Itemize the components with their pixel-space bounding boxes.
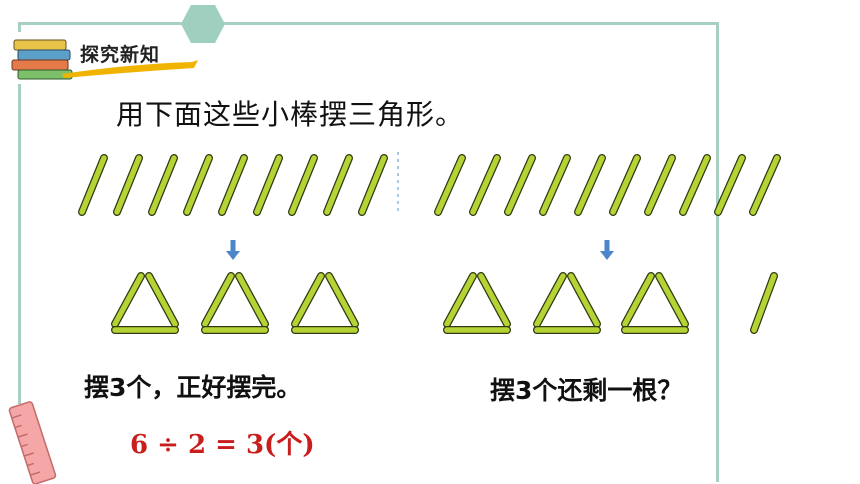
stick-top-left: [148, 154, 178, 216]
stick-top-left: [78, 154, 108, 216]
arrow-down-icon: [600, 240, 614, 260]
frame-left-vertical: [18, 84, 21, 404]
books-icon: [11, 39, 73, 80]
section-title: 探究新知: [80, 44, 161, 66]
stick-top-right: [749, 154, 781, 216]
frame-top-line-right: [222, 22, 718, 25]
triangle-left: [145, 272, 179, 328]
triangle-left: [325, 272, 359, 328]
swoosh-decoration: [62, 60, 198, 78]
stick-top-left: [358, 154, 388, 216]
triangle-left: [201, 272, 235, 328]
stick-top-right: [679, 154, 711, 216]
triangle-right: [533, 272, 567, 328]
triangle-right: [621, 272, 655, 328]
stick-top-right: [504, 154, 536, 216]
hexagon-decoration: [181, 5, 225, 43]
triangle-left: [291, 272, 325, 328]
stick-top-right: [644, 154, 676, 216]
triangle-left: [111, 272, 145, 328]
equation: 6 ÷ 2 = 3(个): [130, 430, 315, 460]
triangle-right: [655, 272, 689, 328]
question-text: 用下面这些小棒摆三角形。: [116, 98, 465, 131]
triangle-right: [567, 272, 601, 328]
stick-top-right: [539, 154, 571, 216]
stick-top-left: [323, 154, 353, 216]
stick-top-left: [183, 154, 213, 216]
stick-top-left: [218, 154, 248, 216]
right-caption: 摆3个还剩一根？: [490, 376, 683, 405]
triangle-right: [477, 272, 511, 328]
ruler-icon: [8, 401, 57, 484]
stick-top-left: [253, 154, 283, 216]
stick-top-right: [714, 154, 746, 216]
stick-top-right: [469, 154, 501, 216]
triangle-right: [443, 272, 477, 328]
triangle-left: [235, 272, 269, 328]
leftover-stick: [750, 272, 778, 334]
frame-right-line: [716, 22, 719, 482]
stick-top-right: [574, 154, 606, 216]
stick-top-left: [113, 154, 143, 216]
frame-top-line-left: [18, 22, 184, 25]
left-caption: 摆3个，正好摆完。: [84, 373, 302, 402]
arrow-down-icon: [226, 240, 240, 260]
stick-top-left: [288, 154, 318, 216]
frame-left-line: [18, 22, 21, 32]
stick-top-right: [434, 154, 466, 216]
stick-top-right: [609, 154, 641, 216]
